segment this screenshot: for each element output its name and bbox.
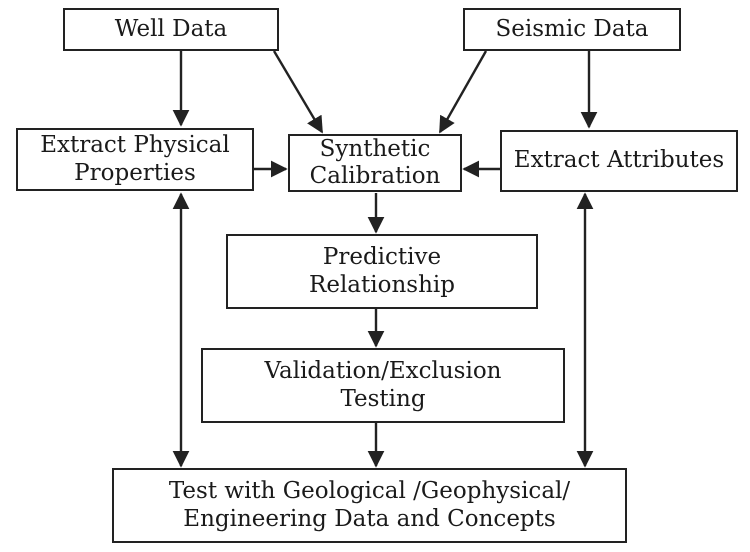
node-extract-physical-properties: Extract Physical Properties [16, 128, 254, 191]
node-test-with-geological-data: Test with Geological /Geophysical/ Engin… [112, 468, 627, 543]
edge-well-to-synthetic-calibration [272, 50, 324, 134]
edge-seismic-to-synthetic-calibration [438, 50, 488, 134]
node-synthetic-calibration: Synthetic Calibration [288, 134, 462, 192]
node-predictive-relationship: Predictive Relationship [226, 234, 538, 309]
node-validation-exclusion-testing: Validation/Exclusion Testing [201, 348, 565, 423]
node-seismic-data: Seismic Data [463, 8, 681, 51]
node-extract-attributes: Extract Attributes [500, 130, 738, 192]
node-well-data: Well Data [63, 8, 279, 51]
